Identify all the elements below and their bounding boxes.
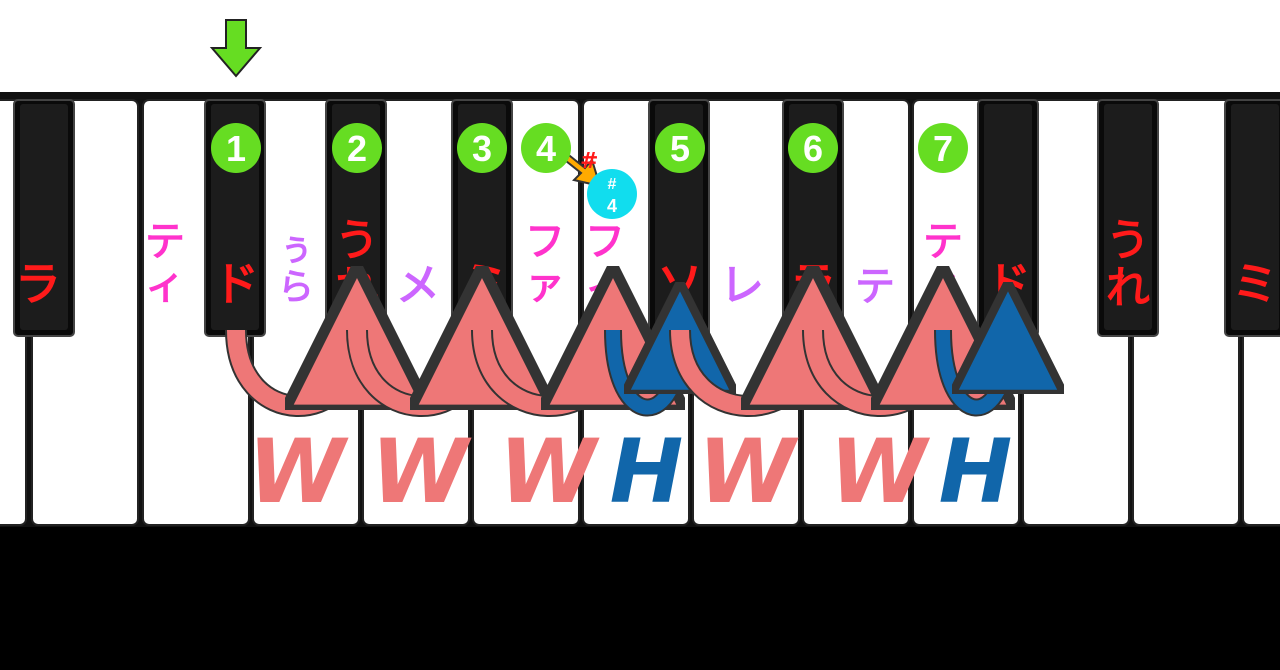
solfege-ti: ティ xyxy=(923,219,963,308)
solfege-do-1: ド xyxy=(213,257,259,311)
degree-circle-shape xyxy=(211,123,261,173)
degree-number: 3 xyxy=(472,128,492,169)
solfege-me: メ xyxy=(396,260,440,311)
solfege-mi-2: ミ xyxy=(1232,257,1278,311)
solfege-mi: ミ xyxy=(462,257,508,311)
degree-circle-1: 1 xyxy=(211,123,261,173)
degree-circle-shape xyxy=(788,123,838,173)
step-arc-h xyxy=(936,330,1008,415)
black-key-face xyxy=(1104,104,1152,330)
degree-number: 2 xyxy=(347,128,367,169)
step-arc-w xyxy=(473,330,613,415)
degree-number: 6 xyxy=(803,128,823,169)
solfege-ra: ぅら xyxy=(278,228,314,308)
solfege-la-left: ラ xyxy=(15,257,61,311)
step-letter-w: W xyxy=(499,420,600,523)
degree-circle-7: 7 xyxy=(918,123,968,173)
solfege-so: ソ xyxy=(657,257,703,311)
solfege-ti-left: ティ xyxy=(145,219,185,308)
solfege-fi: フィ xyxy=(585,219,625,308)
degree-circle-6: 6 xyxy=(788,123,838,173)
degree-circle-3: 3 xyxy=(457,123,507,173)
keyboard-bottom-bar xyxy=(0,527,1280,670)
step-arc-w xyxy=(804,330,943,415)
step-letter-h: H xyxy=(939,420,1013,523)
degree-circle-shape xyxy=(918,123,968,173)
start-arrow-icon xyxy=(209,19,263,78)
sharp-four-badge: # 4 xyxy=(587,169,637,219)
step-letter-w: W xyxy=(698,420,799,523)
degree-circles: 1 2 3 4 5 6 7 xyxy=(211,123,968,173)
solfege-la: ラ xyxy=(790,257,836,311)
solfege-te: テ xyxy=(855,264,895,310)
degree-number: 5 xyxy=(670,128,690,169)
step-arc-w xyxy=(671,330,813,415)
degree-circle-5: 5 xyxy=(655,123,705,173)
degree-number: 4 xyxy=(536,128,556,169)
solfege-re-2: うれ xyxy=(1106,215,1150,314)
solfege-fa: ファ xyxy=(525,219,565,308)
solfege-do-2: ド xyxy=(985,257,1031,311)
degree-number: 7 xyxy=(933,128,953,169)
degree-circle-shape xyxy=(457,123,507,173)
degree-circle-4: 4 xyxy=(521,123,571,173)
sharp-arrow-label: # xyxy=(580,149,598,174)
degree-number: 1 xyxy=(226,128,246,169)
black-key-face xyxy=(20,104,68,330)
step-letter-w: W xyxy=(371,420,472,523)
step-arc-w xyxy=(348,330,482,415)
degree-circle-shape xyxy=(332,123,382,173)
step-letter-w: W xyxy=(829,420,930,523)
solfege-le: レ xyxy=(720,260,764,311)
solfege-re: うれ xyxy=(335,215,379,314)
degree-circle-2: 2 xyxy=(332,123,382,173)
step-arcs xyxy=(225,330,1008,417)
step-letter-h: H xyxy=(610,420,684,523)
step-letter-w: W xyxy=(248,420,349,523)
step-arc-w xyxy=(227,330,357,415)
sharp-badge-number: 4 xyxy=(607,196,617,216)
degree-circle-shape xyxy=(521,123,571,173)
black-key-face xyxy=(1231,104,1279,330)
degree-circle-shape xyxy=(655,123,705,173)
sharp-badge-symbol: # xyxy=(608,176,617,193)
